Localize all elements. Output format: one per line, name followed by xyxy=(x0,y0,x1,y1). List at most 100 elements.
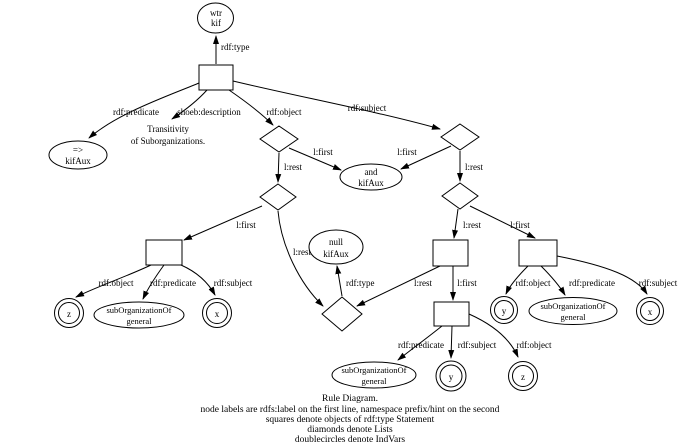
statement-square-bottom xyxy=(433,301,470,327)
edge-mid-rest xyxy=(356,265,441,307)
node-label: kif xyxy=(211,18,221,28)
statement-square-right xyxy=(518,239,558,267)
edge-label-l-first: l:first xyxy=(510,220,530,230)
indvar-label: x xyxy=(215,309,220,319)
edge-label-rdf-subject: rdf:subject xyxy=(458,340,497,350)
edge-label-rdf-predicate: rdf:predicate xyxy=(150,278,196,288)
edge-bottom-rdf-predicate xyxy=(397,325,443,361)
ellipse-implies-kifaux xyxy=(48,140,108,170)
edge-label-l-rest: l:rest xyxy=(293,247,311,257)
indvar-doublecircle-z-inner xyxy=(58,302,80,324)
edge-label-rdf-subject: rdf:subject xyxy=(348,103,387,113)
list-diamond-left-2 xyxy=(259,183,297,211)
edge-label-rdf-object: rdf:object xyxy=(517,340,552,350)
edge-label-rdf-type: rdf:type xyxy=(346,278,375,288)
edge-main-shoeb-description xyxy=(171,89,208,120)
edge-label-shoeb-description: shoeb:description xyxy=(177,107,241,117)
node-label: subOrganizationOf xyxy=(541,301,606,311)
edge-right-rdf-object xyxy=(505,265,529,295)
edge-left-rdf-object xyxy=(75,264,152,298)
edge-left-rdf-subject xyxy=(180,264,216,296)
edge-label-l-first: l:first xyxy=(457,278,477,288)
edge-label-l-first: l:first xyxy=(313,147,333,157)
ellipse-suborganizationof-left xyxy=(93,301,185,329)
node-label: and xyxy=(365,167,378,177)
indvar-label: y xyxy=(449,372,454,382)
node-group: wtr kif => kifAux Transitivity of Suborg… xyxy=(48,2,664,392)
class-ellipse-wtr-kif xyxy=(197,2,234,34)
edge-main-rdf-predicate xyxy=(88,82,200,139)
node-label: kifAux xyxy=(358,178,384,188)
edge-list-left2-first xyxy=(183,205,263,241)
indvar-doublecircle-x-inner xyxy=(206,302,228,324)
edge-list-left1-first xyxy=(288,147,342,171)
ellipse-suborganizationof-bottom xyxy=(331,361,417,389)
indvar-label: z xyxy=(67,309,71,319)
edge-label-rdf-object: rdf:object xyxy=(99,278,134,288)
description-text: of Suborganizations. xyxy=(131,136,205,146)
node-label: wtr xyxy=(210,8,222,18)
edge-label-rdf-object: rdf:object xyxy=(267,107,302,117)
edge-label-rdf-subject: rdf:subject xyxy=(639,278,678,288)
edge-left-rdf-predicate xyxy=(142,264,165,300)
ellipse-suborganizationof-right xyxy=(528,297,618,325)
edge-label-l-rest: l:rest xyxy=(465,162,483,172)
statement-square-left xyxy=(145,239,183,266)
edge-right-rdf-subject xyxy=(556,255,648,295)
edge-label-rdf-object: rdf:object xyxy=(516,278,551,288)
caption-title: Rule Diagram. xyxy=(322,394,378,404)
caption-line: doublecircles denote IndVars xyxy=(295,435,406,445)
edge-label-group: rdf:type rdf:predicate shoeb:description… xyxy=(99,42,678,350)
indvar-doublecircle-z2-inner xyxy=(512,365,534,387)
indvar-label: x xyxy=(648,307,653,317)
node-label: general xyxy=(126,316,152,326)
indvar-doublecircle-y2-inner xyxy=(439,364,463,388)
edge-bottom-rdf-subject xyxy=(448,325,455,359)
edge-main-rdf-object xyxy=(228,89,274,126)
edge-label-rdf-predicate: rdf:predicate xyxy=(569,278,615,288)
edge-right-rdf-predicate xyxy=(540,265,566,296)
edge-label-l-first: l:first xyxy=(236,220,256,230)
edge-null-rdf-type xyxy=(335,265,343,297)
caption-line: node labels are rdfs:label on the first … xyxy=(201,404,500,415)
indvar-label: z xyxy=(521,372,525,382)
edge-label-l-rest: l:rest xyxy=(284,162,302,172)
edge-list-right1-first xyxy=(400,145,452,170)
node-label: => xyxy=(73,145,83,155)
edge-group xyxy=(75,35,648,361)
statement-square-main xyxy=(198,64,234,91)
list-diamond-left-1 xyxy=(259,125,299,153)
description-text: Transitivity xyxy=(147,124,189,134)
edge-label-rdf-type: rdf:type xyxy=(221,42,250,52)
edge-main-rdf-subject xyxy=(232,80,441,130)
node-label: null xyxy=(329,237,344,247)
edge-list-right2-rest xyxy=(452,208,459,239)
node-label: general xyxy=(560,312,586,322)
edge-label-l-rest: l:rest xyxy=(414,278,432,288)
indvar-label: y xyxy=(502,306,507,316)
indvar-doublecircle-x2-inner xyxy=(640,301,660,321)
list-diamond-right-2 xyxy=(441,182,479,210)
indvar-doublecircle-y-inner xyxy=(494,300,514,320)
node-label: kifAux xyxy=(65,156,91,166)
node-label: kifAux xyxy=(323,249,349,259)
edge-bottom-rdf-object xyxy=(468,313,519,358)
list-diamond-bottom xyxy=(321,296,363,332)
node-label: subOrganizationOf xyxy=(342,365,407,375)
node-label: general xyxy=(361,376,387,386)
edge-list-left1-rest xyxy=(275,152,282,183)
edge-label-rdf-predicate: rdf:predicate xyxy=(113,107,159,117)
edge-label-l-rest: l:rest xyxy=(463,220,481,230)
caption-group: Rule Diagram. node labels are rdfs:label… xyxy=(201,394,500,445)
statement-square-middle xyxy=(432,239,469,267)
edge-list-left2-rest xyxy=(277,210,324,307)
edge-label-l-first: l:first xyxy=(397,147,417,157)
node-label: subOrganizationOf xyxy=(107,305,172,315)
ellipse-null-kifaux xyxy=(308,229,364,265)
ellipse-and-kifaux xyxy=(339,163,403,191)
caption-line: diamonds denote Lists xyxy=(307,425,393,435)
edge-list-right2-first xyxy=(469,205,536,239)
edge-label-rdf-subject: rdf:subject xyxy=(214,278,253,288)
